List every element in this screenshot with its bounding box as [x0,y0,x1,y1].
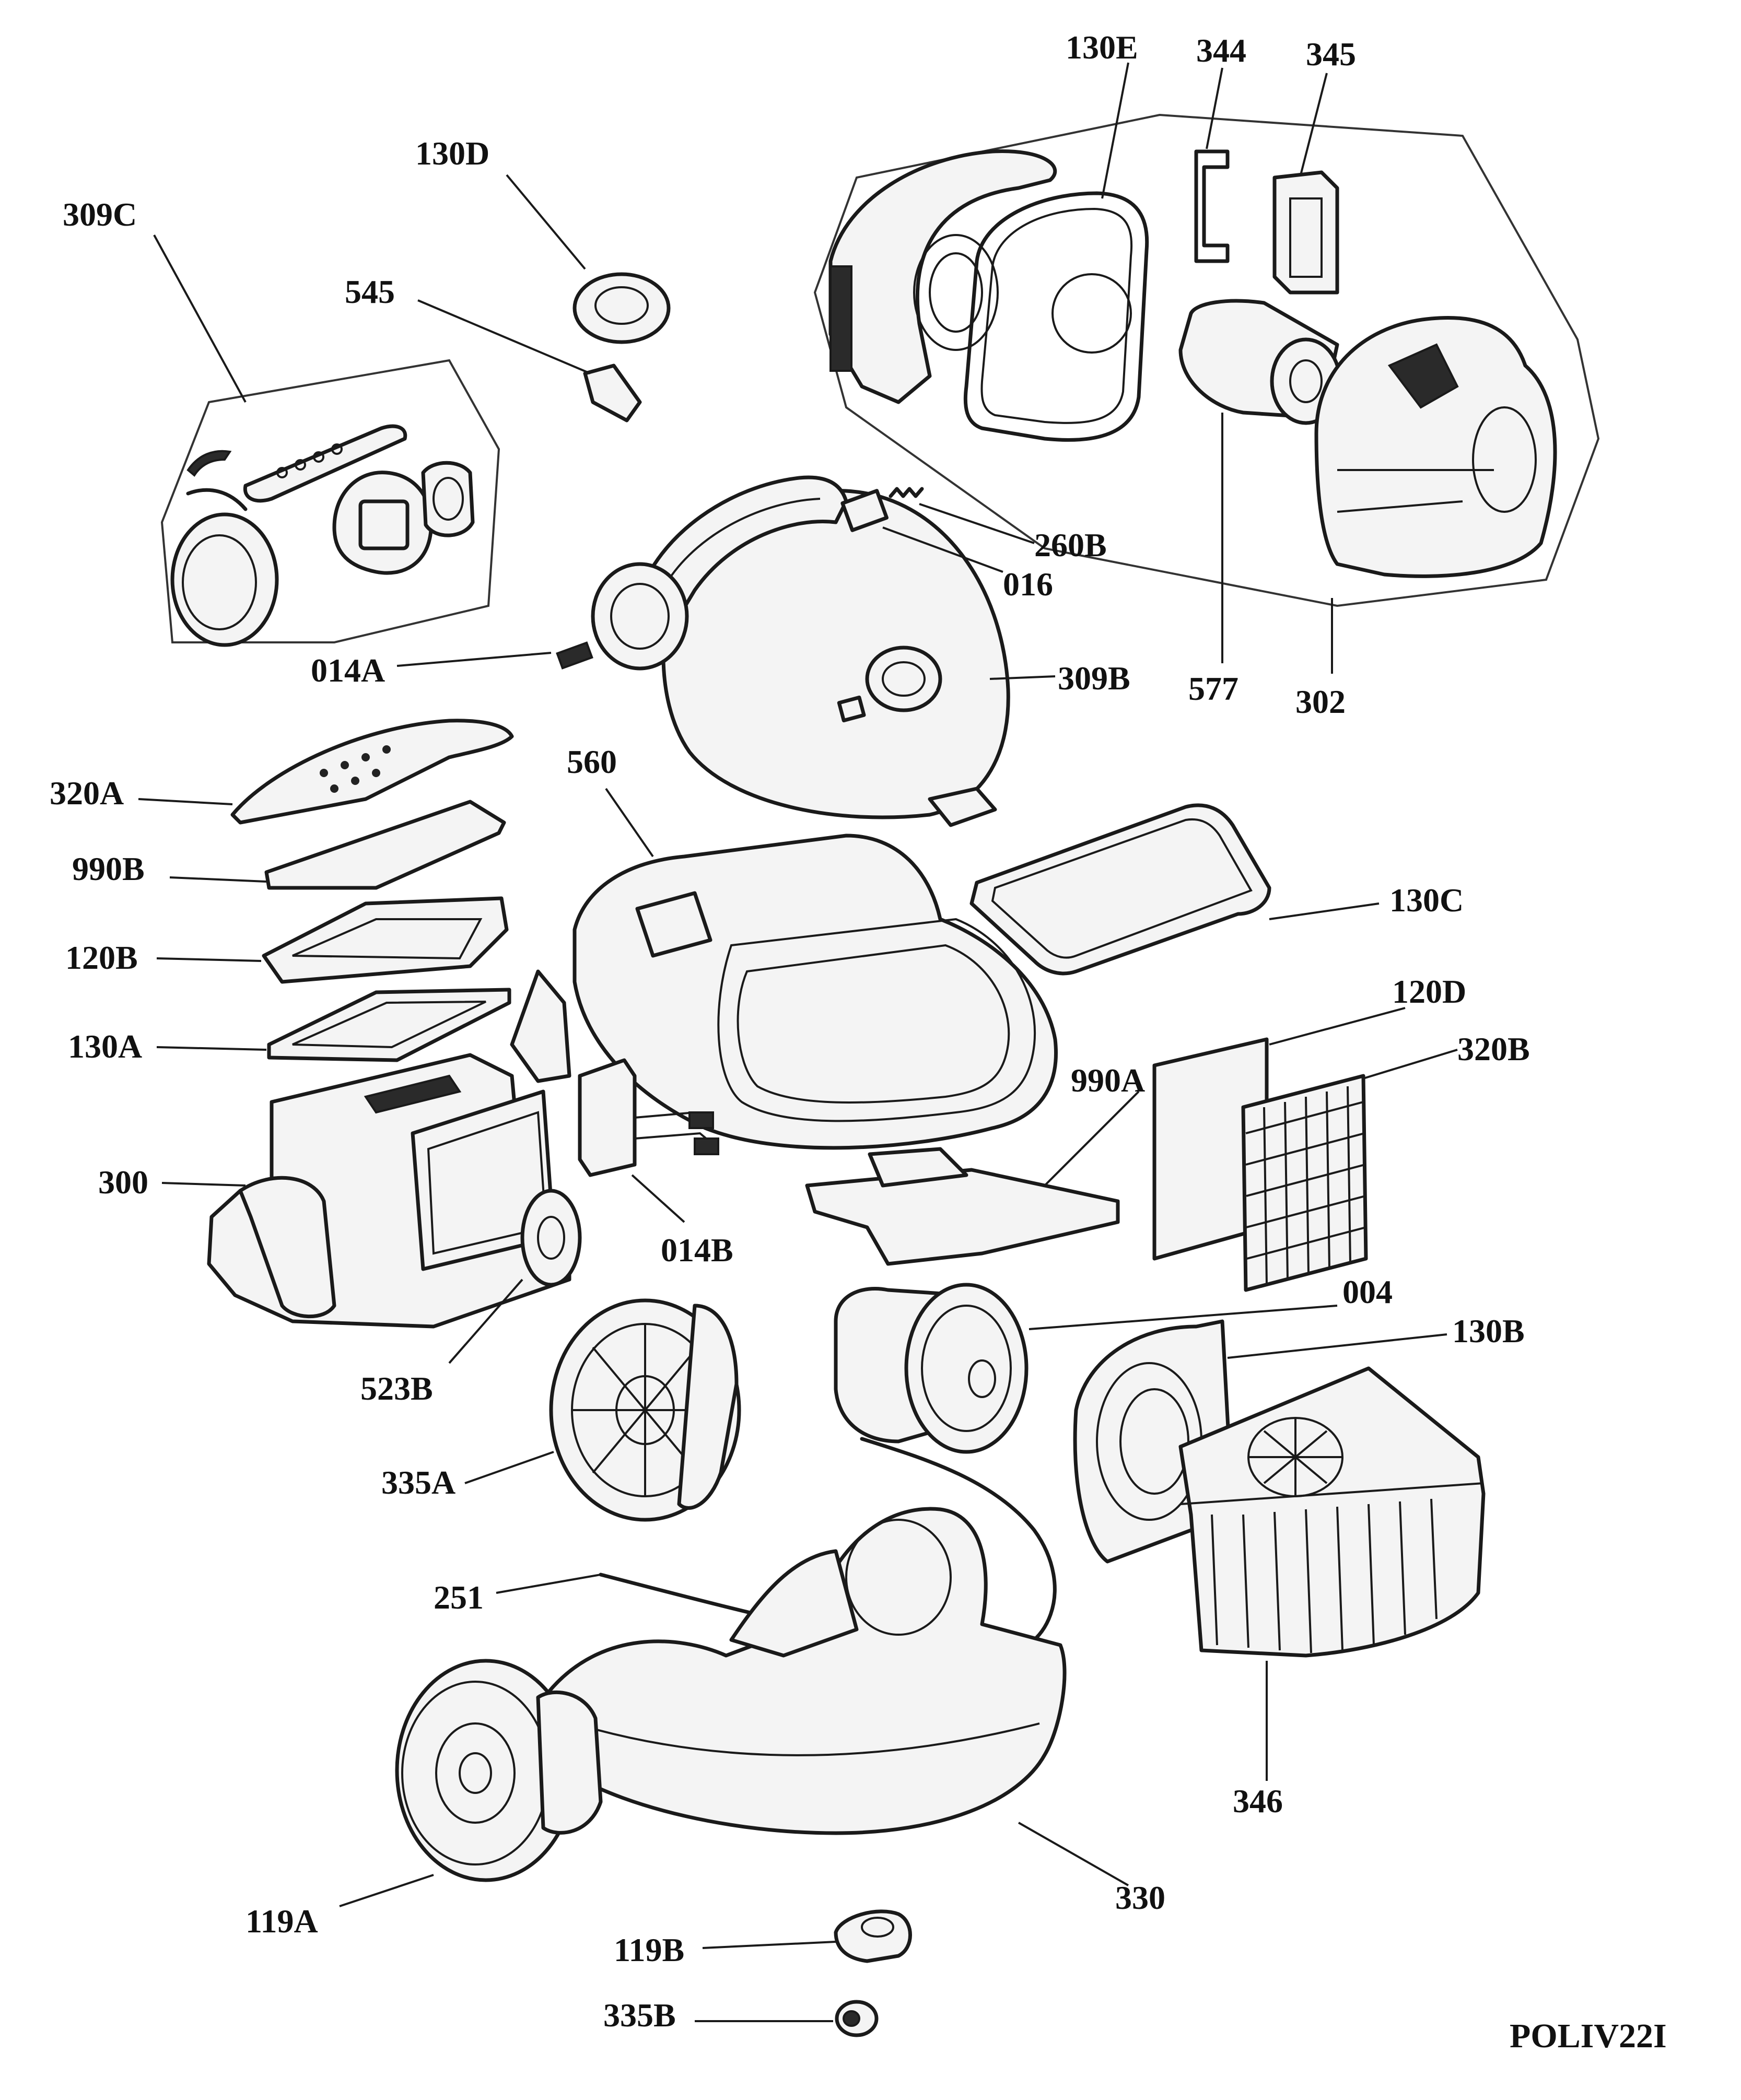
part-990b-foam [264,800,506,890]
label-302: 302 [1295,683,1346,720]
label-120d: 120D [1392,973,1466,1010]
leader-004 [1029,1305,1338,1330]
leader-545 [417,299,591,374]
leader-344 [1206,67,1223,149]
label-260b: 260B [1034,526,1107,564]
label-130e: 130E [1066,29,1138,66]
leader-990a [1044,1090,1140,1187]
part-320b-grille [1241,1074,1368,1292]
part-309b-top-cover [661,488,1010,827]
label-320a: 320A [50,775,124,812]
leader-320a [138,798,233,805]
part-014a-switch [556,562,689,671]
part-309c-accessories [170,424,475,647]
leader-130a [156,1046,267,1051]
group-outline-309c [160,359,500,643]
leader-120d [1269,1007,1406,1046]
leader-309b [989,675,1056,680]
leader-260b [919,503,1035,544]
label-560: 560 [567,743,617,780]
leader-345 [1300,73,1328,175]
part-130a-gasket [267,988,511,1062]
label-309b: 309B [1058,660,1130,697]
part-119a-wheel [395,1659,603,1882]
label-014a: 014A [311,652,385,689]
label-330: 330 [1115,1879,1165,1916]
label-119b: 119B [614,1931,684,1968]
part-130c-gasket [969,803,1271,976]
leader-130b [1227,1333,1447,1359]
part-130d-ring [572,272,671,344]
diagram-code: POLIV22I [1510,2017,1667,2055]
part-014b-cord-switch [578,1058,719,1177]
label-335b: 335B [603,1997,676,2034]
part-130a-inner [292,1001,486,1049]
part-346-basket [1178,1366,1486,1658]
label-004: 004 [1342,1273,1393,1310]
part-335b-roller [835,2000,879,2037]
part-004-motor [834,1283,1029,1454]
label-130b: 130B [1452,1312,1525,1350]
leader-560 [605,788,654,858]
leader-309c [153,234,247,403]
leader-119a [339,1874,434,1907]
leader-130d [506,174,586,270]
label-523b: 523B [360,1370,433,1407]
label-990a: 990A [1071,1062,1145,1099]
part-302-lid-assembly [828,149,1557,578]
label-130c: 130C [1389,882,1464,919]
leader-014a [396,652,552,667]
part-300-dust-container [207,1053,582,1329]
label-345: 345 [1306,36,1356,73]
label-300: 300 [98,1164,148,1201]
label-577: 577 [1188,670,1238,707]
label-545: 545 [345,273,395,310]
label-344: 344 [1196,32,1246,69]
label-016: 016 [1003,566,1053,603]
part-560-chassis [510,834,1058,1150]
label-130d: 130D [415,135,489,172]
leader-300 [161,1182,246,1187]
leader-320b [1363,1049,1458,1080]
part-260b-spring [889,487,924,498]
leader-119b [702,1941,836,1949]
grille-dots [320,745,391,793]
label-251: 251 [434,1579,484,1616]
part-330-base [545,1507,1067,1835]
leader-130c [1269,902,1380,920]
leader-014b [631,1174,685,1223]
label-990b: 990B [72,850,145,887]
leader-016 [882,526,1003,573]
label-130a: 130A [68,1028,142,1065]
label-014b: 014B [661,1231,733,1269]
part-119b-castor [834,1909,912,1963]
part-handle [635,475,848,618]
leader-523b [448,1278,523,1364]
label-309c: 309C [63,196,137,233]
leader-335a [464,1451,554,1484]
part-120b-inner [292,918,483,960]
leader-120b [156,957,262,962]
part-545-clip [583,363,642,423]
label-119a: 119A [246,1903,318,1940]
label-346: 346 [1233,1782,1283,1820]
label-320b: 320B [1457,1030,1530,1067]
leader-251 [496,1574,601,1594]
part-335a-fan-cover [549,1298,741,1522]
part-016-connector [840,489,889,532]
label-120b: 120B [65,939,138,976]
label-335a: 335A [381,1464,455,1501]
leader-330 [1018,1822,1129,1886]
leader-130e [1101,62,1129,199]
leader-990b [169,876,267,883]
part-990a-foam [805,1147,1120,1266]
